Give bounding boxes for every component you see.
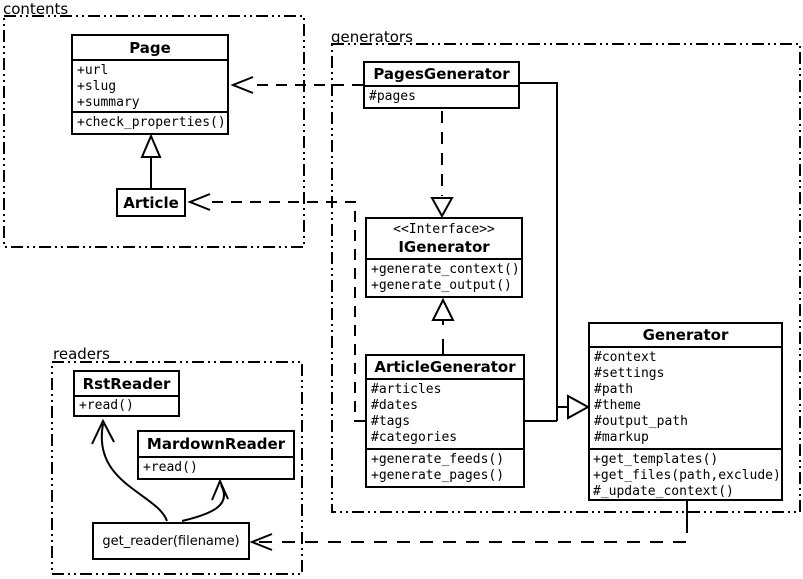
interface-igenerator: <<Interface>> IGenerator +generate_conte…: [365, 217, 523, 298]
generalization-generators-to-generator: [520, 82, 591, 422]
package-border-generators: [331, 43, 801, 513]
class-page-title: Page: [129, 38, 171, 57]
class-mardownreader: MardownReader +read(): [137, 430, 295, 480]
interface-igenerator-methods: +generate_context()+generate_output(): [367, 258, 521, 296]
class-generator-attributes: #context#settings#path#theme#output_path…: [590, 346, 781, 448]
class-articlegenerator-methods: +generate_feeds()+generate_pages(): [367, 448, 523, 486]
arrow-getreader-to-mardownreader: [181, 478, 229, 522]
dependency-pagesgenerator-to-page: [230, 76, 363, 94]
class-mardownreader-title: MardownReader: [146, 435, 286, 453]
class-generator: Generator #context#settings#path#theme#o…: [588, 322, 783, 501]
generalization-article-to-page: [140, 133, 162, 188]
class-rstreader: RstReader +read(): [73, 370, 180, 417]
class-generator-methods: +get_templates()+get_files(path,exclude)…: [590, 448, 781, 499]
class-articlegenerator-title: ArticleGenerator: [374, 358, 516, 376]
class-page-methods: +check_properties(): [73, 111, 227, 133]
function-get-reader: get_reader(filename): [92, 522, 250, 560]
dependency-articlegenerator-to-article: [187, 193, 365, 422]
class-pagesgenerator: PagesGenerator #pages: [363, 61, 520, 109]
class-page: Page +url+slug+summary +check_properties…: [71, 34, 229, 135]
dependency-generator-to-getreader: [249, 501, 688, 551]
class-generator-title: Generator: [642, 326, 729, 344]
class-mardownreader-methods: +read(): [139, 456, 293, 478]
package-border-contents: [3, 15, 305, 248]
class-articlegenerator: ArticleGenerator #articles#dates#tags#ca…: [365, 354, 525, 488]
class-page-attributes: +url+slug+summary: [73, 59, 227, 111]
interface-igenerator-stereotype: <<Interface>>: [393, 222, 495, 237]
package-label-generators: generators: [331, 28, 413, 46]
class-pagesgenerator-attributes: #pages: [365, 85, 518, 107]
package-label-contents: contents: [3, 0, 69, 18]
class-articlegenerator-attributes: #articles#dates#tags#categories: [367, 378, 523, 448]
realization-articlegenerator-to-igenerator: [431, 297, 455, 354]
arrow-getreader-to-rstreader: [91, 418, 168, 522]
class-pagesgenerator-title: PagesGenerator: [373, 65, 510, 83]
class-rstreader-title: RstReader: [82, 374, 171, 393]
package-label-readers: readers: [53, 345, 110, 363]
class-rstreader-methods: +read(): [75, 395, 178, 415]
interface-igenerator-title: IGenerator: [398, 238, 490, 256]
class-article: Article: [116, 188, 186, 217]
class-article-title: Article: [123, 193, 179, 212]
package-border-readers: [51, 361, 303, 575]
interface-igenerator-header: <<Interface>> IGenerator: [367, 219, 521, 258]
realization-pagesgenerator-to-igenerator: [430, 111, 454, 219]
